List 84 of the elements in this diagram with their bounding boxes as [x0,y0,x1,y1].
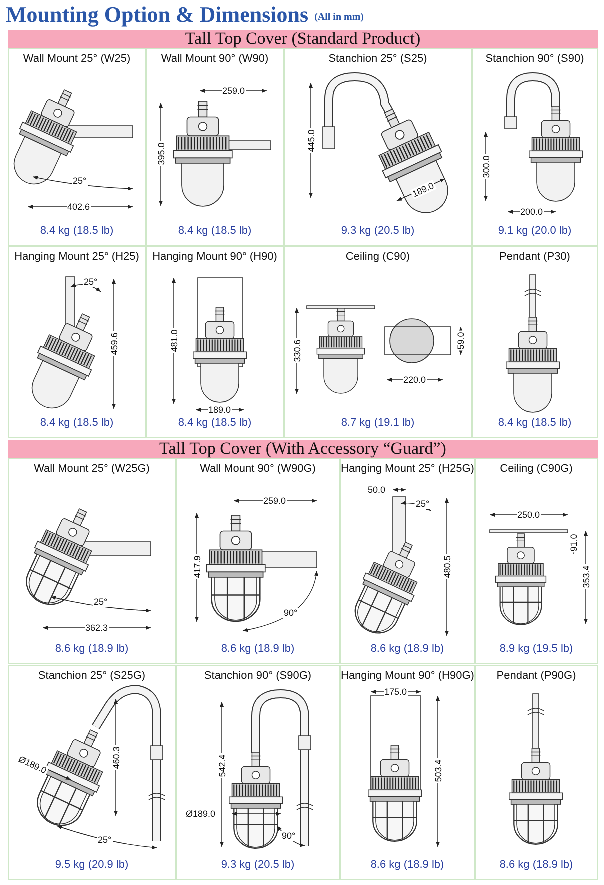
dimension-label: 445.0 [306,128,316,154]
product-name: Hanging Mount 90° (H90G) [341,670,474,682]
product-cell [146,48,284,246]
dimension-label: 59.0 [456,331,466,351]
weight-label: 8.6 kg (18.9 lb) [370,859,444,871]
dimension-label: 25° [97,835,113,845]
weight-label: 9.5 kg (20.9 lb) [55,859,129,871]
dimension-label: 330.6 [292,338,302,364]
weight-label: 8.4 kg (18.5 lb) [498,417,572,429]
product-cell [340,665,475,880]
product-cell [472,48,598,246]
dimension-label: 50.0 [367,485,387,495]
dimension-label: 542.4 [216,754,227,778]
weight-label: 8.4 kg (18.5 lb) [40,417,114,429]
product-cell [475,458,598,664]
product-name: Wall Mount 90° (W90) [161,53,269,65]
dimension-label: 90° [281,831,297,841]
product-name: Pendant (P30) [500,251,570,263]
dimension-label: 481.0 [168,328,179,354]
dimension-label: 25° [72,176,88,186]
product-cell [340,458,475,664]
weight-label: 8.7 kg (19.1 lb) [341,417,415,429]
dimension-label: 25° [93,597,109,607]
weight-label: 8.9 kg (19.5 lb) [500,643,574,655]
dimension-label: Ø189.0 [185,809,217,819]
weight-label: 8.6 kg (18.9 lb) [55,643,129,655]
unit-note: (All in mm) [314,12,364,23]
weight-label: 8.4 kg (18.5 lb) [40,225,114,237]
product-cell [176,665,340,880]
dimension-label: 459.6 [108,332,119,356]
weight-label: 8.4 kg (18.5 lb) [178,225,252,237]
dimension-label: 300.0 [480,154,491,180]
product-name: Hanging Mount 90° (H90) [152,251,278,263]
section-header: Tall Top Cover (With Accessory “Guard”) [8,440,598,458]
product-name: Wall Mount 25° (W25) [23,53,131,65]
dimension-label: 503.4 [432,758,443,784]
dimension-label: 189.0 [208,405,232,415]
dimension-label: 90° [283,608,299,618]
dimension-label: 200.0 [520,207,544,217]
page-title: Mounting Option & Dimensions [6,2,309,28]
weight-label: 9.1 kg (20.0 lb) [498,225,572,237]
dimension-label: 175.0 [384,687,408,697]
weight-label: 9.3 kg (20.5 lb) [341,225,415,237]
product-name: Wall Mount 90° (W90G) [200,463,316,475]
dimension-label: 402.6 [66,202,92,212]
product-name: Stanchion 25° (S25G) [38,670,146,682]
product-name: Pendant (P90G) [496,670,576,682]
product-name: Ceiling (C90) [346,251,410,263]
dimension-label: 395.0 [156,142,166,166]
weight-label: 8.4 kg (18.5 lb) [178,417,252,429]
product-cell [472,246,598,438]
product-cell [8,48,146,246]
product-name: Stanchion 25° (S25) [328,53,428,65]
dimension-label: 220.0 [402,375,428,385]
weight-label: 9.3 kg (20.5 lb) [221,859,295,871]
dimension-label: 353.4 [580,564,591,590]
product-cell [8,458,176,664]
dimension-label: 362.3 [84,623,110,633]
dimension-label: 25° [415,499,431,509]
dimension-label: 417.9 [192,554,202,580]
dimension-label: 25° [83,277,99,287]
product-cell [146,246,284,438]
product-name: Stanchion 90° (S90G) [204,670,312,682]
product-cell [284,246,472,438]
weight-label: 8.6 kg (18.9 lb) [370,643,444,655]
product-cell [475,665,598,880]
product-cell [176,458,340,664]
product-name: Hanging Mount 25° (H25G) [341,463,474,475]
product-name: Wall Mount 25° (W25G) [34,463,150,475]
dimension-label: 259.0 [262,496,288,506]
product-name: Hanging Mount 25° (H25) [14,251,140,263]
dimension-label: 250.0 [516,510,542,520]
product-cell [8,246,146,438]
dimension-label: 259.0 [222,86,246,96]
weight-label: 8.6 kg (18.9 lb) [500,859,574,871]
product-name: Stanchion 90° (S90) [486,53,584,65]
section-header: Tall Top Cover (Standard Product) [8,30,598,48]
dimension-label: 460.3 [110,746,121,770]
product-cell [8,665,176,880]
product-name: Ceiling (C90G) [500,463,573,475]
weight-label: 8.6 kg (18.9 lb) [221,643,295,655]
product-cell [284,48,472,246]
dimension-label: 480.5 [442,554,452,580]
dimension-label: 91.0 [568,533,579,553]
